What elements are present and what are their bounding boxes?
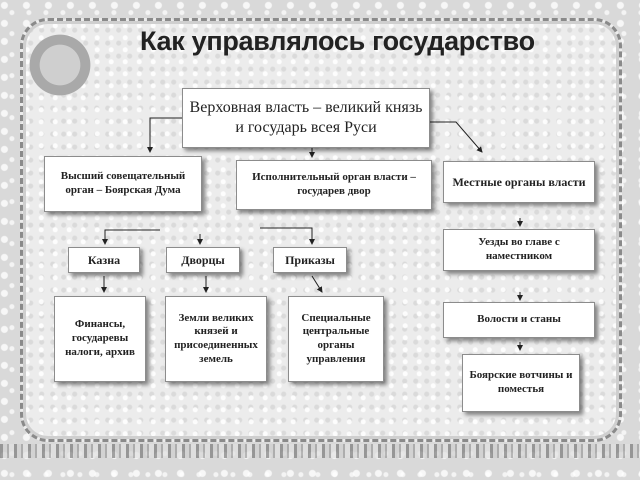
ornament-icon bbox=[24, 30, 96, 100]
edge-supreme-local bbox=[430, 121, 483, 153]
node-executive: Исполнительный орган власти – государев … bbox=[236, 160, 432, 210]
decorative-border bbox=[0, 444, 640, 458]
node-supreme: Верховная власть – великий князь и госуд… bbox=[182, 88, 430, 148]
node-kazna: Казна bbox=[68, 247, 140, 273]
node-duma: Высший совещательный орган – Боярская Ду… bbox=[44, 156, 202, 212]
node-special: Специальные центральные органы управлени… bbox=[288, 296, 384, 382]
node-volosti: Волости и станы bbox=[443, 302, 595, 338]
edge-supreme-duma bbox=[147, 117, 182, 153]
node-lands: Земли великих князей и присоединенных зе… bbox=[165, 296, 267, 382]
node-uezdy: Уезды во главе с наместником bbox=[443, 229, 595, 271]
node-votchiny: Боярские вотчины и поместья bbox=[462, 354, 580, 412]
node-prikazy: Приказы bbox=[273, 247, 347, 273]
edge-prikazy-special bbox=[311, 275, 323, 293]
node-finances: Финансы, государевы налоги, архив bbox=[54, 296, 146, 382]
edge-executive-kazna bbox=[102, 229, 160, 245]
page-title: Как управлялось государство bbox=[140, 26, 535, 56]
edge-executive-prikazy bbox=[260, 227, 315, 245]
node-local: Местные органы власти bbox=[443, 161, 595, 203]
node-dvortsy: Дворцы bbox=[166, 247, 240, 273]
